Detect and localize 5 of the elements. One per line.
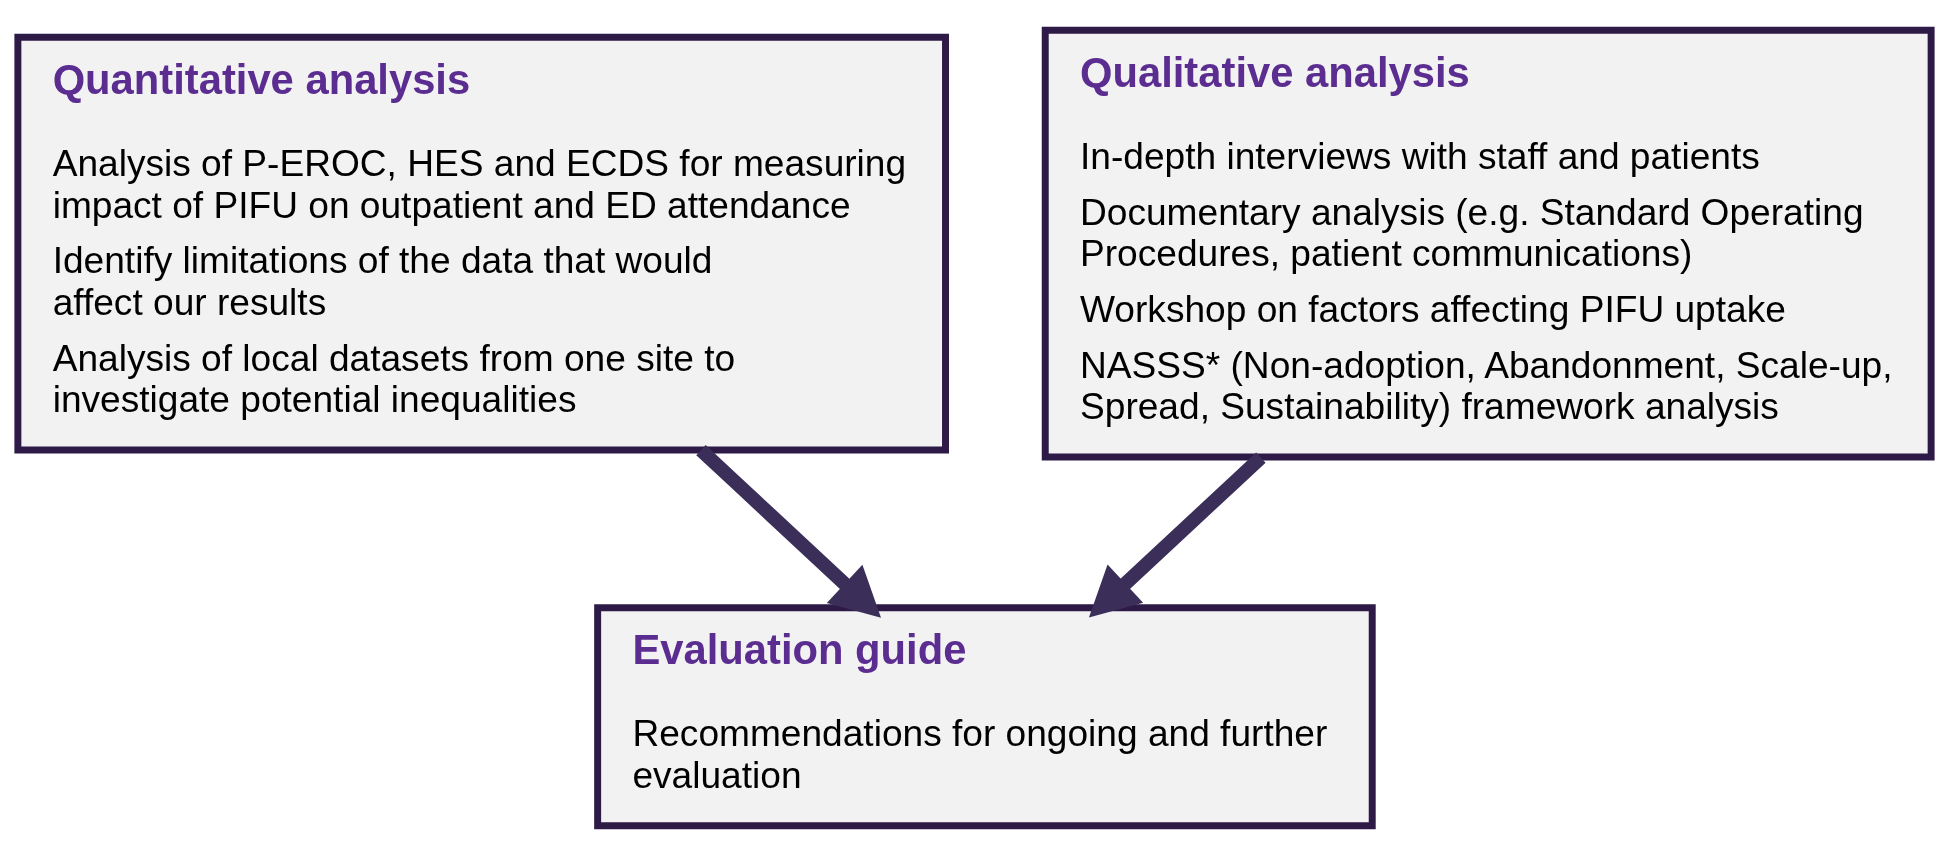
node-box: Quantitative analysis Analysis of P-EROC, HES and ECDS for measuring impact of PIFU on outpatient and ED attendance Identify limitations of the data that would affect our results Analysis of local datasets from one site to investigate potential inequalities <box>14 33 949 454</box>
arrow <box>1088 452 1266 618</box>
node-box: Evaluation guide Recommendations for ongoing and further evaluation <box>594 604 1376 830</box>
arrow <box>696 444 881 618</box>
node-box: Qualitative analysis In-depth interviews with staff and patients Documentary analysis (e.g. Standard Operating Procedures, patient communications) Workshop on factors affecting PIFU uptake NASSS* (Non-adoption, Abandonment, Scale-up, Spread, Sustainability) framework analysis <box>1041 26 1935 461</box>
